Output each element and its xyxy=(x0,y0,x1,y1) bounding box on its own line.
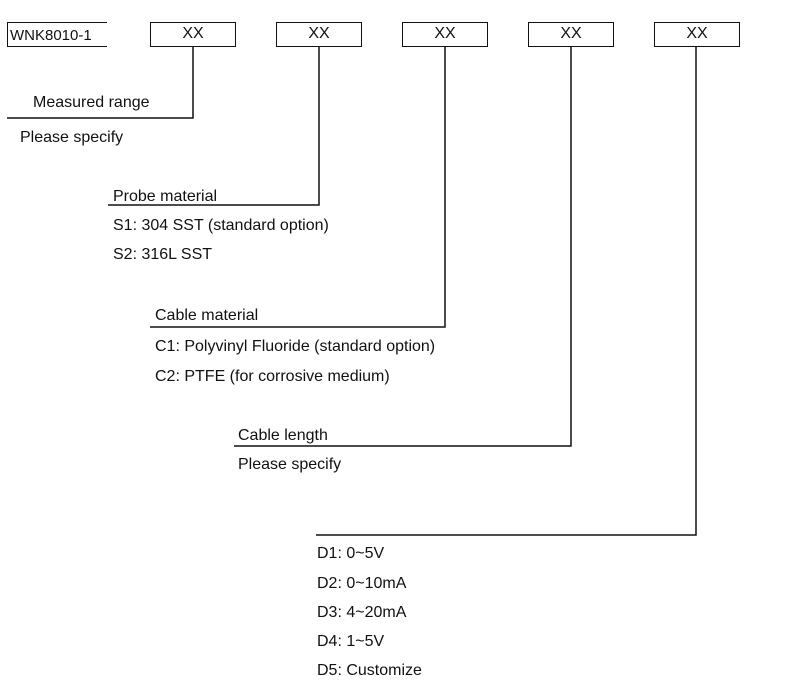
connector-cable-length xyxy=(234,47,572,447)
measured-range-option-1: Please specify xyxy=(20,129,124,146)
output-option-d3: D3: 4~20mA xyxy=(317,604,407,621)
code-box-output: XX xyxy=(654,22,740,47)
cable-material-option-1: C1: Polyvinyl Fluoride (standard option) xyxy=(155,338,436,355)
code-box-measured-range: XX xyxy=(150,22,236,47)
output-option-d4: D4: 1~5V xyxy=(317,633,385,650)
probe-material-option-1: S1: 304 SST (standard option) xyxy=(113,217,329,234)
code-box-cable-length: XX xyxy=(528,22,614,47)
output-option-d1: D1: 0~5V xyxy=(317,545,385,562)
cable-material-title: Cable material xyxy=(155,307,259,324)
cable-material-option-2: C2: PTFE (for corrosive medium) xyxy=(155,368,390,385)
output-option-d2: D2: 0~10mA xyxy=(317,575,407,592)
connector-cable-material xyxy=(150,47,446,328)
cable-length-title: Cable length xyxy=(238,427,328,444)
code-box-cable-material: XX xyxy=(402,22,488,47)
cable-length-option-1: Please specify xyxy=(238,456,342,473)
output-option-d5: D5: Customize xyxy=(317,662,422,679)
model-number: WNK8010-1 xyxy=(7,22,107,47)
probe-material-option-2: S2: 316L SST xyxy=(113,246,213,263)
code-box-probe-material: XX xyxy=(276,22,362,47)
connector-probe-material xyxy=(108,47,320,206)
connector-output xyxy=(316,47,697,536)
measured-range-title: Measured range xyxy=(33,94,150,111)
probe-material-title: Probe material xyxy=(113,188,218,205)
connector-measured-range xyxy=(7,47,194,119)
